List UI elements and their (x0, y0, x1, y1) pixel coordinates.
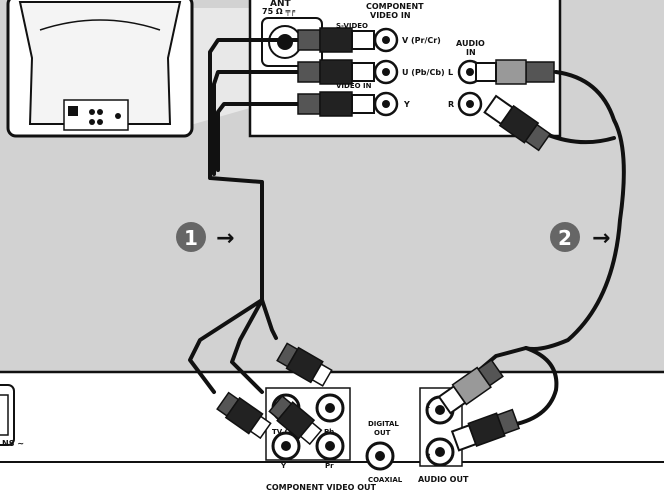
audio-wire-r (544, 132, 616, 145)
tv-mini-jack (97, 119, 103, 125)
plug-y-boot (297, 93, 321, 115)
audio-l-label: L (448, 68, 453, 77)
tv-back-curve (39, 19, 161, 31)
audio-wire-r-branch (504, 346, 559, 428)
plug-u-collar (351, 62, 375, 82)
cable-branch-pr (230, 298, 264, 394)
step-1-number: 1 (184, 226, 198, 250)
coaxial-label: COAXIAL (368, 476, 403, 484)
audio-plug-l-body (495, 59, 527, 85)
player-audio-plugs (437, 358, 521, 452)
tv-audio-plugs (475, 59, 555, 152)
tv-jack-u-core (382, 68, 390, 76)
tv-jack-y-core (382, 100, 390, 108)
jack-pb-core (325, 403, 335, 413)
jack-audio-out-r-core (435, 447, 445, 457)
plug-y-body (319, 91, 353, 117)
audio-label-1: AUDIO (456, 39, 485, 48)
step-1-marker: 1 → (176, 222, 234, 252)
plug-pb (276, 342, 333, 387)
digital-label-1: DIGITAL (368, 420, 399, 428)
plug-y-collar (351, 94, 375, 114)
plug-u-boot (297, 61, 321, 83)
pr-label: Pr (325, 462, 334, 470)
audio-cable (468, 70, 626, 428)
tv-mini-jack (89, 109, 95, 115)
ant-label: ANT (270, 0, 291, 9)
tv-illustration (6, 0, 250, 138)
svideo-label: S-VIDEO (336, 22, 368, 30)
component-video-cable (188, 38, 302, 394)
tv-back-shell (18, 1, 182, 125)
tv-mini-jack (115, 113, 121, 119)
component-label-1: COMPONENT (366, 2, 424, 11)
component-out-label: COMPONENT VIDEO OUT (266, 483, 377, 492)
audio-out-r-label: R (426, 453, 431, 460)
jack-coaxial-core (375, 451, 385, 461)
tv-jack-audio-l-core (466, 68, 474, 76)
audio-plug-l-collar (475, 62, 497, 82)
y-label: Y (403, 100, 410, 109)
videoin-label: VIDEO IN (336, 82, 372, 90)
step-1-badge (176, 222, 206, 252)
y-out-label: Y (280, 462, 287, 470)
audio-r-label: R (448, 100, 454, 109)
audio-out-l-label: L (426, 403, 430, 410)
plug-v-body (319, 27, 353, 53)
audio-wire-main (524, 70, 626, 351)
cable-branch-y (188, 298, 264, 394)
audio-label-2: IN (466, 48, 476, 57)
power-inlet-inner (0, 394, 9, 436)
cable-branch-pb (260, 298, 278, 340)
jack-audio-out-l-core (435, 405, 445, 415)
plug-v-collar (351, 30, 375, 50)
component-label-2: VIDEO IN (370, 11, 411, 20)
jack-y-core (281, 441, 291, 451)
mains-label: NS ∼ (2, 439, 24, 448)
plug-u-body (319, 59, 353, 85)
cable-wire-v (208, 38, 302, 302)
step-2-badge (550, 222, 580, 252)
tv-mini-jack (97, 109, 103, 115)
jack-pr-core (325, 441, 335, 451)
u-label: U (Pb/Cb) (402, 68, 445, 77)
audio-plug-r (483, 94, 552, 152)
tv-jack-v-core (382, 36, 390, 44)
step-2-arrow-icon: → (592, 226, 610, 251)
cable-wire-y (216, 102, 302, 172)
v-label: V (Pr/Cr) (402, 36, 441, 45)
step-1-arrow-icon: → (216, 226, 234, 251)
tv-mini-jack (89, 119, 95, 125)
step-2-marker: 2 → (550, 222, 610, 252)
audio-out-plug-r (450, 408, 521, 452)
player-component-plugs (216, 342, 333, 446)
cable-wire-u (212, 70, 302, 176)
step-2-number: 2 (558, 226, 572, 250)
tv-mini-jack (68, 106, 78, 116)
digital-label-2: OUT (374, 429, 391, 437)
plug-pr (268, 394, 323, 446)
audio-out-label: AUDIO OUT (418, 475, 469, 484)
ant-value: 75 Ω ╤╒ (262, 7, 295, 16)
plug-y (216, 391, 272, 440)
player-rear-panel: TV OUT Pb Y Pr COMPONENT VIDEO OUT DIGIT… (0, 370, 664, 496)
audio-out-plug-l (437, 358, 504, 415)
pb-label: Pb (324, 428, 334, 436)
tv-jack-audio-r-core (466, 100, 474, 108)
tv-component-plugs (297, 27, 375, 117)
tv-out-label: TV OUT (272, 428, 301, 436)
plug-v-boot (297, 29, 321, 51)
audio-plug-l-boot (525, 61, 555, 83)
